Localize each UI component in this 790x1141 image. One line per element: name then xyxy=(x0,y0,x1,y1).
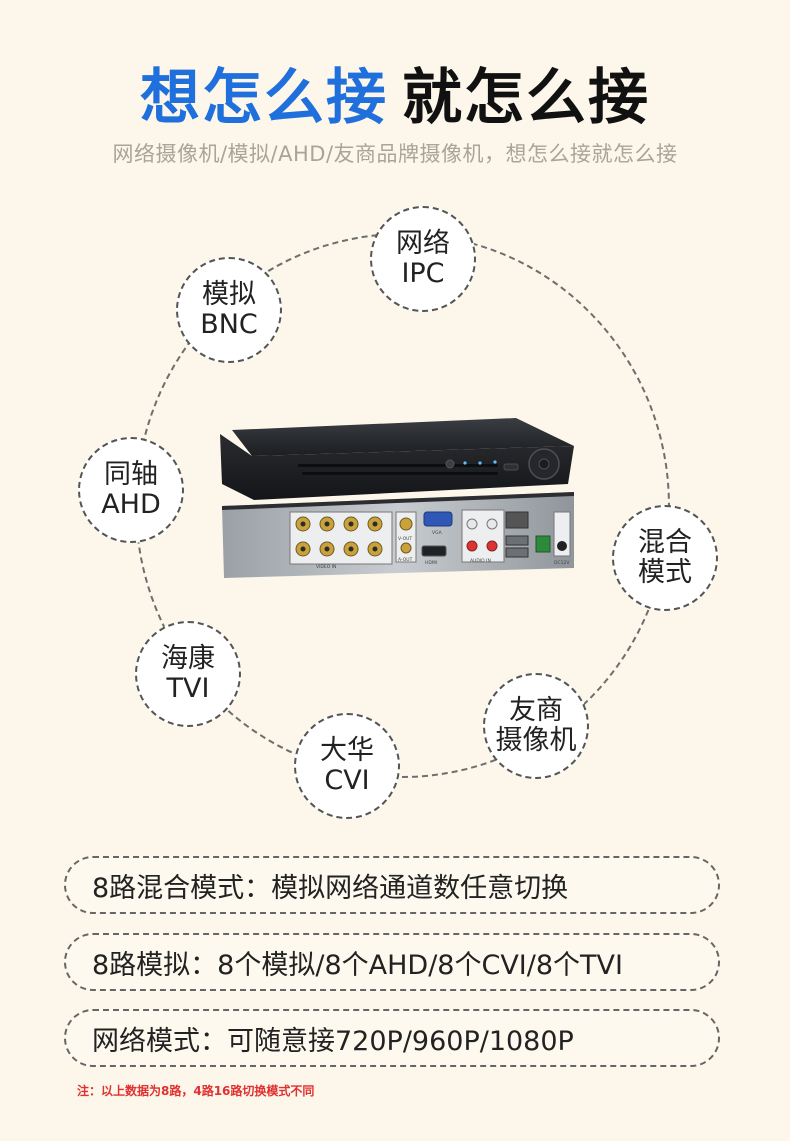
label-video-in: VIDEO IN xyxy=(316,564,336,570)
label-vga: VGA xyxy=(432,530,443,536)
feature-network-mode: 网络模式：可随意接720P/960P/1080P xyxy=(64,1009,720,1067)
label-dc: DC12V xyxy=(554,560,570,566)
label-hdmi: HDMI xyxy=(425,560,437,566)
node-network-ipc: 网络 IPC xyxy=(370,206,476,312)
dvr-device-image: VIDEO IN V-OUT A-OUT VGA HDMI AUDIO IN D… xyxy=(220,418,574,578)
title-highlight: 想怎么接 xyxy=(140,63,388,133)
main-title: 想怎么接就怎么接 xyxy=(0,62,790,134)
subtitle: 网络摄像机/模拟/AHD/友商品牌摄像机，想怎么接就怎么接 xyxy=(112,142,678,166)
node-hikvision-tvi: 海康 TVI xyxy=(135,621,241,727)
footnote: 注：以上数据为8路，4路16路切换模式不同 xyxy=(77,1084,315,1098)
node-thirdparty-camera: 友商 摄像机 xyxy=(483,673,589,779)
feature-hybrid-mode: 8路混合模式：模拟网络通道数任意切换 xyxy=(64,856,720,914)
node-analog-bnc: 模拟 BNC xyxy=(176,257,282,363)
label-audio-in: AUDIO IN xyxy=(470,558,491,564)
label-a-out: A-OUT xyxy=(398,557,413,563)
title-rest: 就怎么接 xyxy=(402,63,650,133)
feature-analog-mode: 8路模拟：8个模拟/8个AHD/8个CVI/8个TVI xyxy=(64,933,720,991)
node-coax-ahd: 同轴 AHD xyxy=(78,437,184,543)
connection-diagram: VIDEO IN V-OUT A-OUT VGA HDMI AUDIO IN D… xyxy=(78,206,718,819)
node-hybrid-mode: 混合 模式 xyxy=(612,505,718,611)
node-dahua-cvi: 大华 CVI xyxy=(294,713,400,819)
label-v-out: V-OUT xyxy=(398,536,412,542)
